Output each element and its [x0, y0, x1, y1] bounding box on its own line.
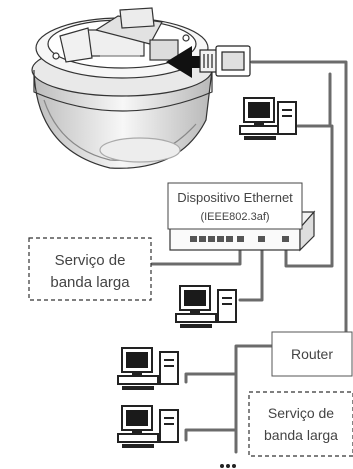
broadband-right-label-line1: Serviço de: [268, 405, 334, 421]
cable-switch-to-pc2: [238, 248, 264, 302]
arrow-icon: [166, 46, 212, 78]
broadband-left-box: [28, 237, 152, 301]
ethernet-device-label-line1: Dispositivo Ethernet: [177, 190, 293, 205]
cable-switch-to-broadband: [150, 248, 242, 266]
switch-ports: [190, 236, 289, 242]
cables: [150, 60, 348, 454]
broadband-left-label-line1: Serviço de: [55, 252, 126, 269]
cable-camera-to-trunk: [250, 60, 348, 320]
ethernet-device-label-line2: (IEEE802.3af): [200, 211, 269, 223]
cable-switch-to-trunk: [284, 124, 334, 268]
computer-pc3: [117, 347, 179, 390]
broadband-right-label-line2: banda larga: [264, 427, 338, 443]
cable-router-to-pc4: [184, 428, 238, 442]
computer-pc4: [117, 405, 179, 448]
partial-icon: [220, 464, 236, 468]
cable-pc1-to-trunk: [296, 72, 332, 128]
dome-camera-icon: [31, 7, 213, 169]
broadband-left-label-line2: banda larga: [50, 274, 130, 291]
router-box: [271, 331, 353, 377]
broadband-right-box: [248, 391, 353, 457]
router-label: Router: [291, 346, 333, 362]
computer-pc1: [239, 97, 297, 140]
computer-pc2: [175, 285, 237, 328]
rj45-connector-icon: [199, 45, 251, 77]
ethernet-device-box: [167, 182, 303, 230]
cable-router-to-pc3: [184, 372, 238, 384]
cable-router-to-pcs: [234, 344, 274, 454]
